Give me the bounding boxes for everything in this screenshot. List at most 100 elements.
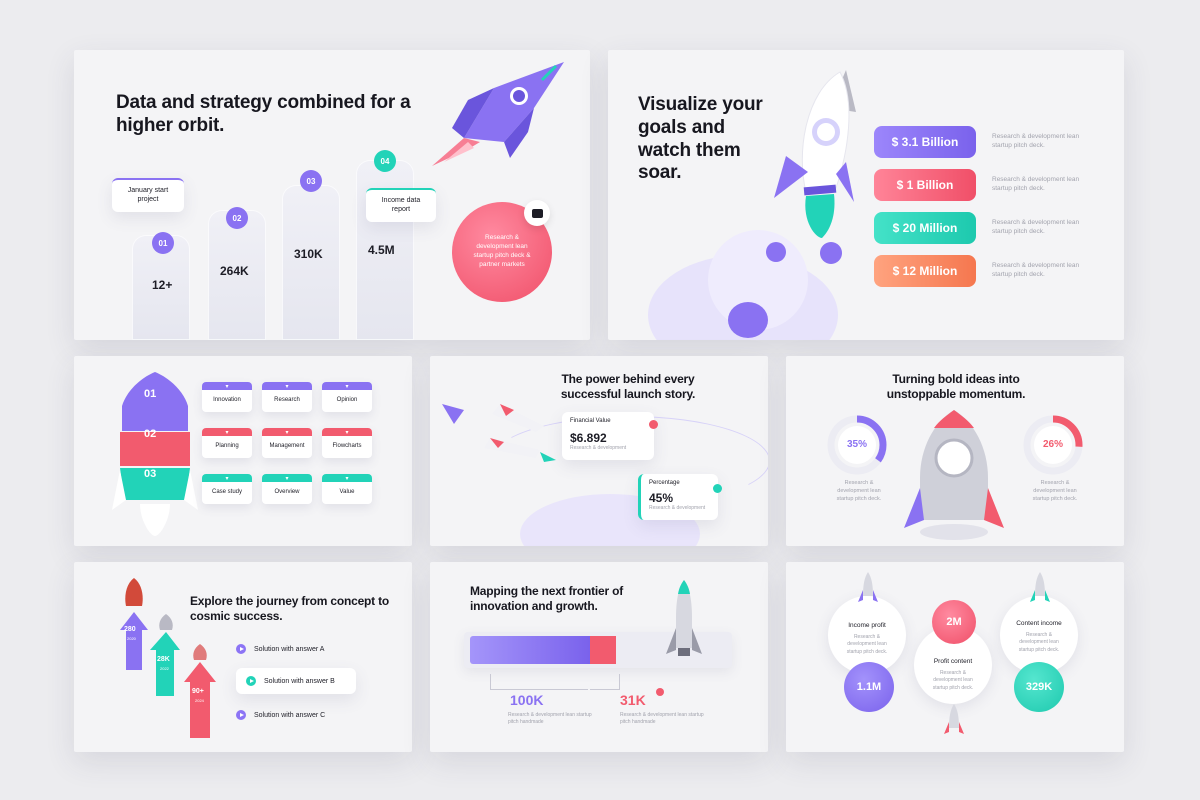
rocket-icon — [1030, 572, 1050, 602]
tag-label: Flowcharts — [332, 443, 362, 449]
arrow-sub-28k: 2022 — [160, 666, 169, 671]
pillar-3 — [282, 185, 340, 340]
slide-2[interactable]: Visualize your goals and watch them soar… — [608, 50, 1124, 340]
rockets-illustration — [442, 404, 556, 462]
solution-b[interactable]: Solution with answer B — [236, 668, 356, 694]
step-value-1: 12+ — [152, 278, 173, 292]
financial-value-card[interactable]: Financial Value $6.892 Research & develo… — [562, 412, 658, 460]
donut-left-desc: Research & development lean startup pitc… — [836, 480, 882, 502]
shuttle-illustration — [666, 580, 702, 656]
slide1-title: Data and strategy combined for a higher … — [116, 92, 411, 136]
progress-fill-primary — [470, 636, 590, 664]
financial-value: $6.892 — [570, 431, 607, 445]
content-label: Content income — [1016, 620, 1062, 627]
pointer-line — [490, 674, 588, 690]
tag-header: ▾ — [322, 474, 372, 482]
left-value: 100K — [510, 692, 544, 708]
slide-3[interactable]: 01 02 03 ▾Innovation▾Research▾Opinion▾Pl… — [74, 356, 412, 546]
profit-value: 2M — [946, 616, 962, 628]
level-02: 02 — [144, 428, 157, 440]
slide-7[interactable]: Mapping the next frontier of innovation … — [430, 562, 768, 752]
alert-dot-icon — [649, 420, 658, 429]
rocket-icon — [858, 572, 878, 602]
value-pill-1-billion[interactable]: $ 1 Billion — [874, 169, 976, 201]
tag-label: Research — [274, 397, 300, 403]
tag-planning[interactable]: ▾Planning — [202, 428, 252, 458]
slide7-title: Mapping the next frontier of innovation … — [470, 584, 624, 613]
arrow-value-28k: 28K — [157, 656, 170, 663]
tag-label: Innovation — [213, 397, 241, 403]
progress-fill-secondary — [590, 636, 616, 664]
step-value-3: 310K — [294, 247, 323, 261]
solution-a-label: Solution with answer A — [254, 645, 325, 653]
tag-overview[interactable]: ▾Overview — [262, 474, 312, 504]
profit-desc: Research & development lean startup pitc… — [932, 670, 974, 691]
slide-6[interactable]: Explore the journey from concept to cosm… — [74, 562, 412, 752]
note-income: Income data report — [366, 188, 436, 222]
tag-label: Value — [339, 489, 355, 495]
donut-right-desc: Research & development lean startup pitc… — [1032, 480, 1078, 502]
tag-flowcharts[interactable]: ▾ Flowcharts — [322, 428, 372, 458]
content-desc: Research & development lean startup pitc… — [1018, 632, 1060, 653]
slide-4[interactable]: The power behind every successful launch… — [430, 356, 768, 546]
tag-header: ▾ — [262, 428, 312, 436]
slide2-title: Visualize your goals and watch them soar… — [638, 94, 763, 184]
tag-header: ▾ — [202, 474, 252, 482]
donut-left-value: 35% — [846, 439, 867, 450]
arrow-sub-90: 2024 — [195, 698, 204, 703]
tag-management[interactable]: ▾Management — [262, 428, 312, 458]
slide-8[interactable]: Income profit Research & development lea… — [786, 562, 1124, 752]
tag-opinion[interactable]: ▾Opinion — [322, 382, 372, 412]
rocket-illustration — [774, 70, 856, 238]
tag-header: ▾ — [322, 428, 372, 436]
note-income-text: Income data report — [381, 197, 421, 214]
slide-5[interactable]: Turning bold ideas into unstoppable mome… — [786, 356, 1124, 546]
step-badge-4: 04 — [374, 150, 396, 172]
content-value-circle: 329K — [1014, 662, 1064, 712]
solution-a[interactable]: Solution with answer A — [236, 644, 324, 654]
right-value: 31K — [620, 692, 646, 708]
tag-header: ▾ — [202, 382, 252, 390]
percentage-desc: Research & development — [649, 505, 706, 511]
slide-1[interactable]: Data and strategy combined for a higher … — [74, 50, 590, 340]
financial-value-desc: Research & development — [570, 445, 627, 451]
value-pill-3-1-billion[interactable]: $ 3.1 Billion — [874, 126, 976, 158]
circle-content — [1000, 596, 1078, 674]
solution-c[interactable]: Solution with answer C — [236, 710, 325, 720]
donut-right-value: 26% — [1042, 439, 1063, 450]
income-desc: Research & development lean startup pitc… — [846, 634, 888, 655]
income-label: Income profit — [848, 622, 886, 629]
value-desc-3: Research & development lean startup pitc… — [992, 219, 1080, 236]
financial-value-label: Financial Value — [570, 418, 611, 424]
growth-arrows — [120, 578, 216, 738]
value-pill-12-million[interactable]: $ 12 Million — [874, 255, 976, 287]
circle-income — [828, 596, 906, 674]
tag-case-study[interactable]: ▾ Case study — [202, 474, 252, 504]
donut-right — [1023, 415, 1083, 475]
rocket-level-illustration — [112, 372, 198, 536]
cloud-shape — [766, 242, 786, 262]
step-value-4: 4.5M — [368, 243, 395, 257]
solution-c-label: Solution with answer C — [254, 711, 326, 719]
percentage-card[interactable]: Percentage 45% Research & development — [638, 474, 722, 520]
slide4-title: The power behind every successful launch… — [560, 372, 696, 401]
rocket-icon — [944, 704, 964, 734]
slide6-title: Explore the journey from concept to cosm… — [190, 594, 390, 623]
level-01: 01 — [144, 388, 157, 400]
cloud-shape — [728, 302, 768, 338]
step-badge-2: 02 — [226, 207, 248, 229]
slide5-title: Turning bold ideas into unstoppable mome… — [886, 372, 1026, 401]
rocket-illustration — [432, 62, 564, 166]
solution-b-label: Solution with answer B — [264, 677, 335, 685]
speech-bubble-text: Research & development lean startup pitc… — [473, 234, 531, 268]
tag-value[interactable]: ▾ Value — [322, 474, 372, 504]
tag-label: Case study — [211, 489, 242, 495]
play-icon — [236, 710, 246, 720]
value-desc-2: Research & development lean startup pitc… — [992, 176, 1080, 193]
percentage-value: 45% — [649, 491, 674, 505]
value-pill-20-million[interactable]: $ 20 Million — [874, 212, 976, 244]
percentage-label: Percentage — [649, 480, 680, 486]
content-value: 329K — [1025, 681, 1053, 693]
tag-research[interactable]: ▾Research — [262, 382, 312, 412]
tag-innovation[interactable]: ▾ Innovation — [202, 382, 252, 412]
